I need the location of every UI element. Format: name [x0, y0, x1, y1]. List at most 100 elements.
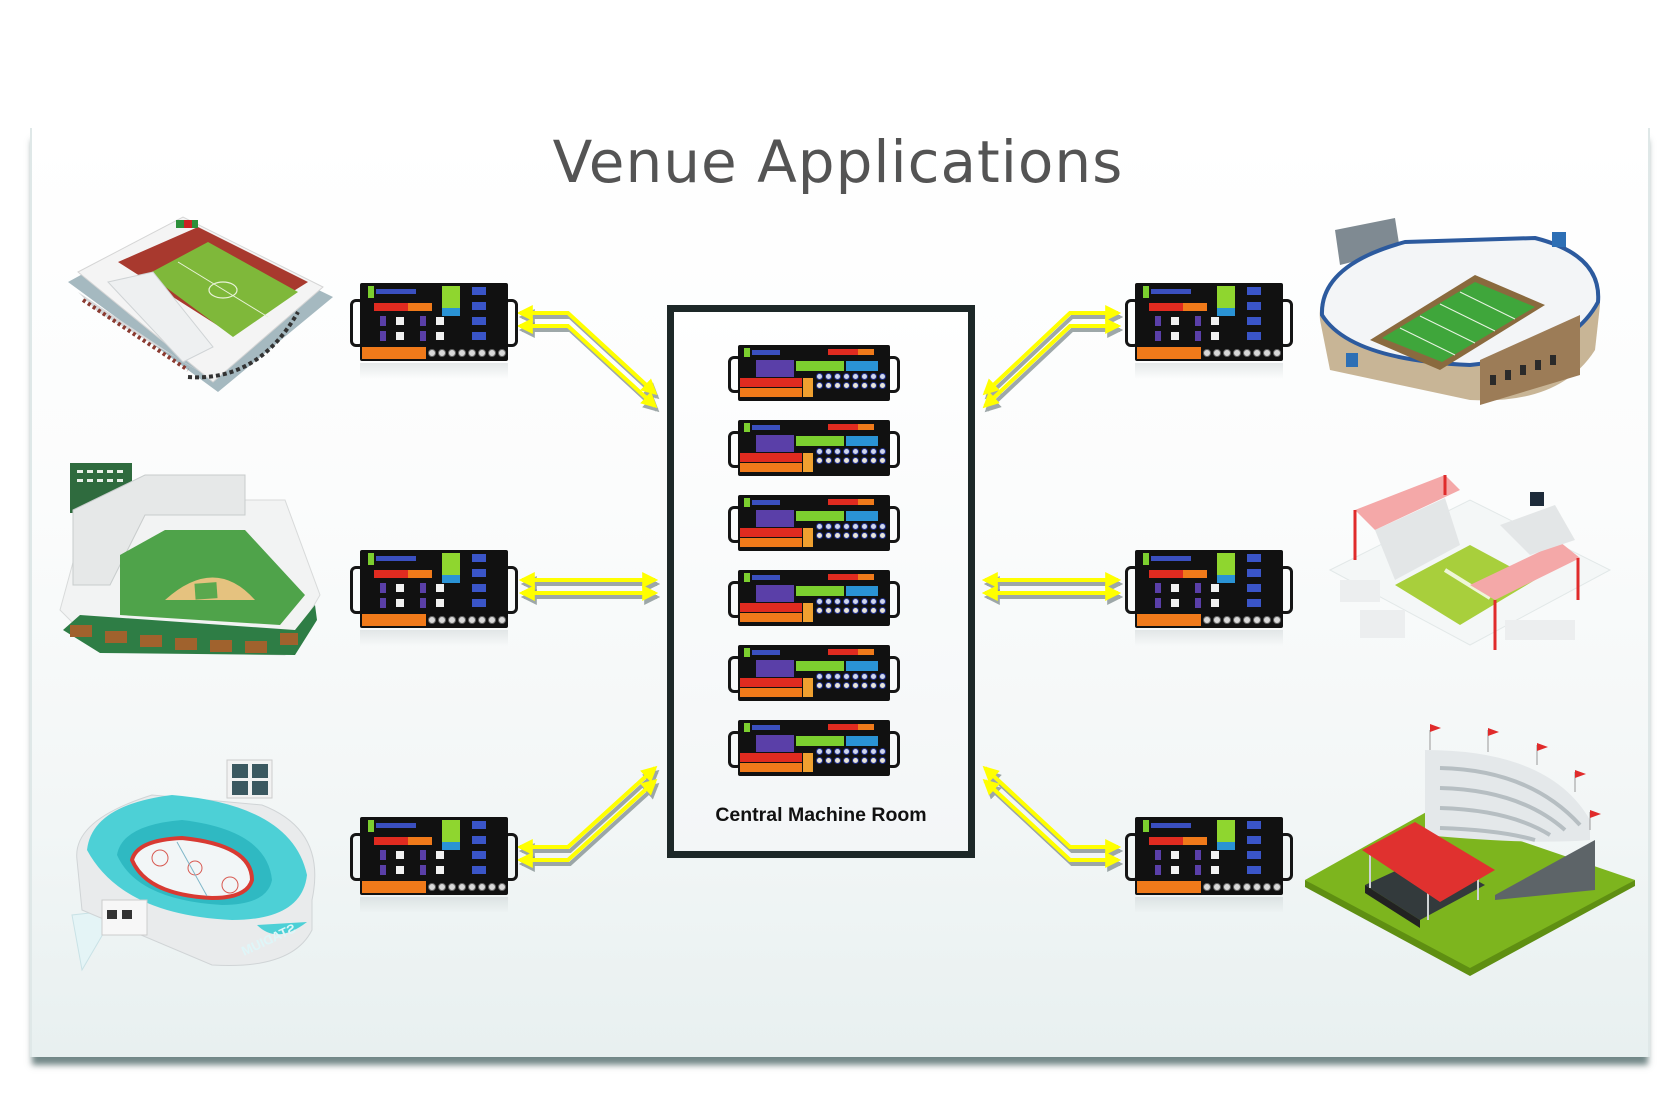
amp-channel [1247, 569, 1261, 577]
xlr-connector [861, 532, 868, 539]
xlr-connector [816, 532, 823, 539]
module-connector [1211, 599, 1219, 607]
panel-display [744, 348, 750, 357]
xlr-connector [448, 616, 456, 624]
xlr-connector [834, 523, 841, 530]
amp-channel [472, 569, 486, 577]
xlr-connector [468, 883, 476, 891]
xlr-connector [1273, 883, 1281, 891]
rack-front-panel [360, 283, 508, 361]
xlr-connector [834, 373, 841, 380]
xlr-connector [825, 457, 832, 464]
panel-ports [376, 289, 416, 294]
rack-front-panel [1135, 817, 1283, 895]
module-connector [396, 332, 404, 340]
panel-display [1143, 820, 1149, 832]
panel-indicators [374, 303, 430, 311]
module-connector [1171, 332, 1179, 340]
panel-display [744, 423, 750, 432]
xlr-connector [428, 616, 436, 624]
rack-reflection [360, 897, 508, 913]
xlr-connector [825, 748, 832, 755]
fiber-block [796, 736, 844, 746]
bnc-aux [803, 678, 813, 697]
module-slot [380, 583, 386, 593]
panel-ports [752, 650, 780, 655]
xlr-connector [488, 883, 496, 891]
xlr-connector [879, 673, 886, 680]
panel-display [744, 648, 750, 657]
xlr-connector [870, 457, 877, 464]
xlr-connector [1263, 349, 1271, 357]
tennis-court-icon [1328, 475, 1612, 650]
panel-indicators [1149, 570, 1205, 578]
xlr-connector [1273, 349, 1281, 357]
remote-rack-unit-left-bottom [350, 817, 518, 913]
panel-indicators [408, 303, 432, 311]
xlr-connector [816, 598, 823, 605]
central-rack-unit [728, 570, 900, 626]
module-connector [436, 317, 444, 325]
xlr-connector [1253, 883, 1261, 891]
xlr-connector [852, 607, 859, 614]
xlr-connector [1223, 616, 1231, 624]
module-connector [1211, 584, 1219, 592]
ethernet-block [756, 435, 794, 452]
xlr-connector [1203, 616, 1211, 624]
module-connector [396, 851, 404, 859]
xlr-connector [438, 349, 446, 357]
bnc-row-top [740, 378, 802, 387]
module-connector [1171, 866, 1179, 874]
module-slot [1155, 850, 1161, 860]
module-connector [436, 866, 444, 874]
bnc-row-bottom [740, 538, 802, 547]
panel-display [368, 286, 374, 298]
xlr-connector [834, 757, 841, 764]
xlr-connector [1203, 349, 1211, 357]
module-connector [396, 866, 404, 874]
module-slot [1195, 316, 1201, 326]
xlr-connector [816, 448, 823, 455]
xlr-connector [852, 382, 859, 389]
bnc-row-bottom [740, 388, 802, 397]
rack-front-panel [738, 570, 890, 626]
xlr-connector [498, 616, 506, 624]
module-slot [1155, 331, 1161, 341]
panel-ports [1151, 823, 1191, 828]
module-connector [1211, 332, 1219, 340]
panel-indicators [858, 349, 874, 355]
xlr-connectors [816, 598, 890, 614]
xlr-connector [852, 598, 859, 605]
module-slot [420, 331, 426, 341]
panel-indicators [858, 499, 874, 505]
xlr-connector [843, 607, 850, 614]
xlr-connector [843, 673, 850, 680]
xlr-connector [468, 349, 476, 357]
xlr-connector [852, 673, 859, 680]
xlr-connector [852, 532, 859, 539]
xlr-connectors [1203, 616, 1281, 624]
panel-indicators [828, 649, 874, 655]
xlr-connector [816, 607, 823, 614]
remote-rack-unit-right-bottom [1125, 817, 1293, 913]
remote-rack-unit-right-middle [1125, 550, 1293, 646]
xlr-connector [852, 457, 859, 464]
xlr-connector [843, 748, 850, 755]
xlr-connector [428, 349, 436, 357]
module-slot [380, 331, 386, 341]
xlr-connector [879, 532, 886, 539]
panel-display [1143, 286, 1149, 298]
baseball-park-icon [59, 463, 321, 656]
amphitheater-stage-icon [1305, 724, 1635, 976]
fiber-block [442, 553, 460, 575]
xlr-connectors [816, 748, 890, 764]
panel-display [744, 573, 750, 582]
xlr-connector [825, 682, 832, 689]
xlr-connector [468, 616, 476, 624]
amp-channel [472, 821, 486, 829]
panel-indicators [1183, 570, 1207, 578]
ethernet-block [756, 360, 794, 377]
xlr-connector [861, 682, 868, 689]
xlr-connector [843, 457, 850, 464]
xlr-connector [870, 532, 877, 539]
